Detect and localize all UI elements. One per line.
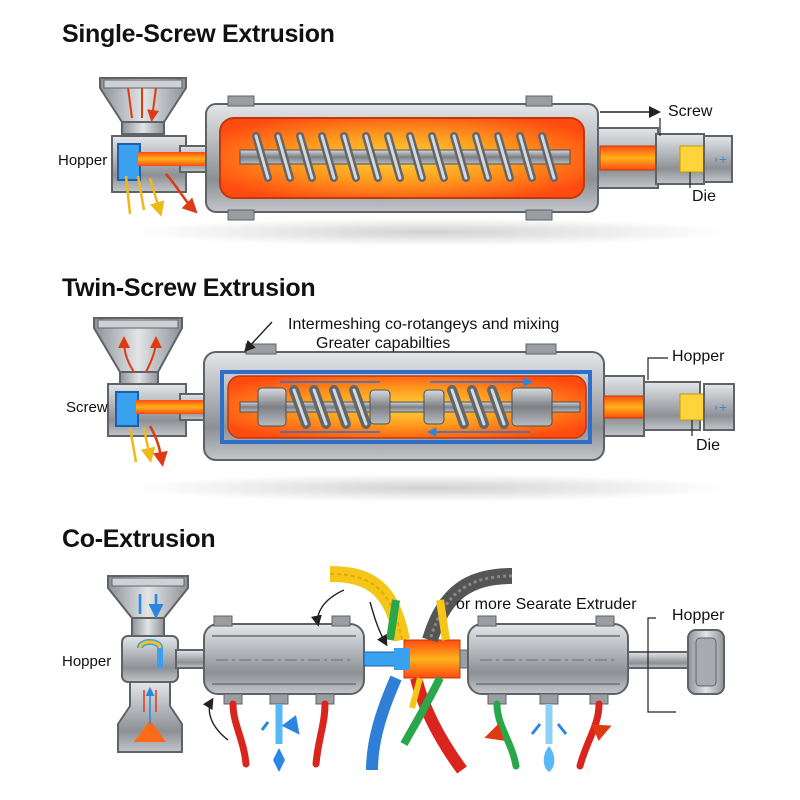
twin-hopper-label: Hopper (672, 348, 725, 365)
twin-screw-title: Twin-Screw Extrusion (62, 274, 316, 302)
single-screw-extruder: ›+ (99, 77, 733, 246)
twin-screw-label: Screw (66, 399, 108, 416)
single-die-label: Die (692, 188, 717, 205)
co-hopper-left-label: Hopper (62, 653, 112, 670)
co-extrusion-title: Co-Extrusion (62, 525, 216, 553)
single-screw (239, 132, 571, 182)
single-hopper (99, 77, 187, 135)
twin-note-line1: Intermeshing co-rotangeys and mixing (288, 316, 560, 333)
co-hopper-left (107, 575, 189, 637)
svg-text:›+: ›+ (714, 153, 728, 166)
single-screw-label: Screw (668, 103, 713, 120)
twin-screws (239, 385, 581, 429)
twin-die-label: Die (696, 437, 721, 454)
single-hopper-label: Hopper (58, 152, 108, 169)
twin-hopper (93, 317, 183, 387)
co-hopper-right-label: Hopper (672, 607, 725, 624)
twin-screw-extruder: ›+ (93, 317, 735, 502)
co-extrusion-system (107, 566, 725, 774)
svg-text:›+: ›+ (714, 401, 728, 414)
single-screw-title: Single-Screw Extrusion (62, 20, 335, 48)
co-extruder-note: or more Searate Extruder (456, 596, 637, 613)
twin-note-line2: Greater capabilties (316, 335, 451, 352)
